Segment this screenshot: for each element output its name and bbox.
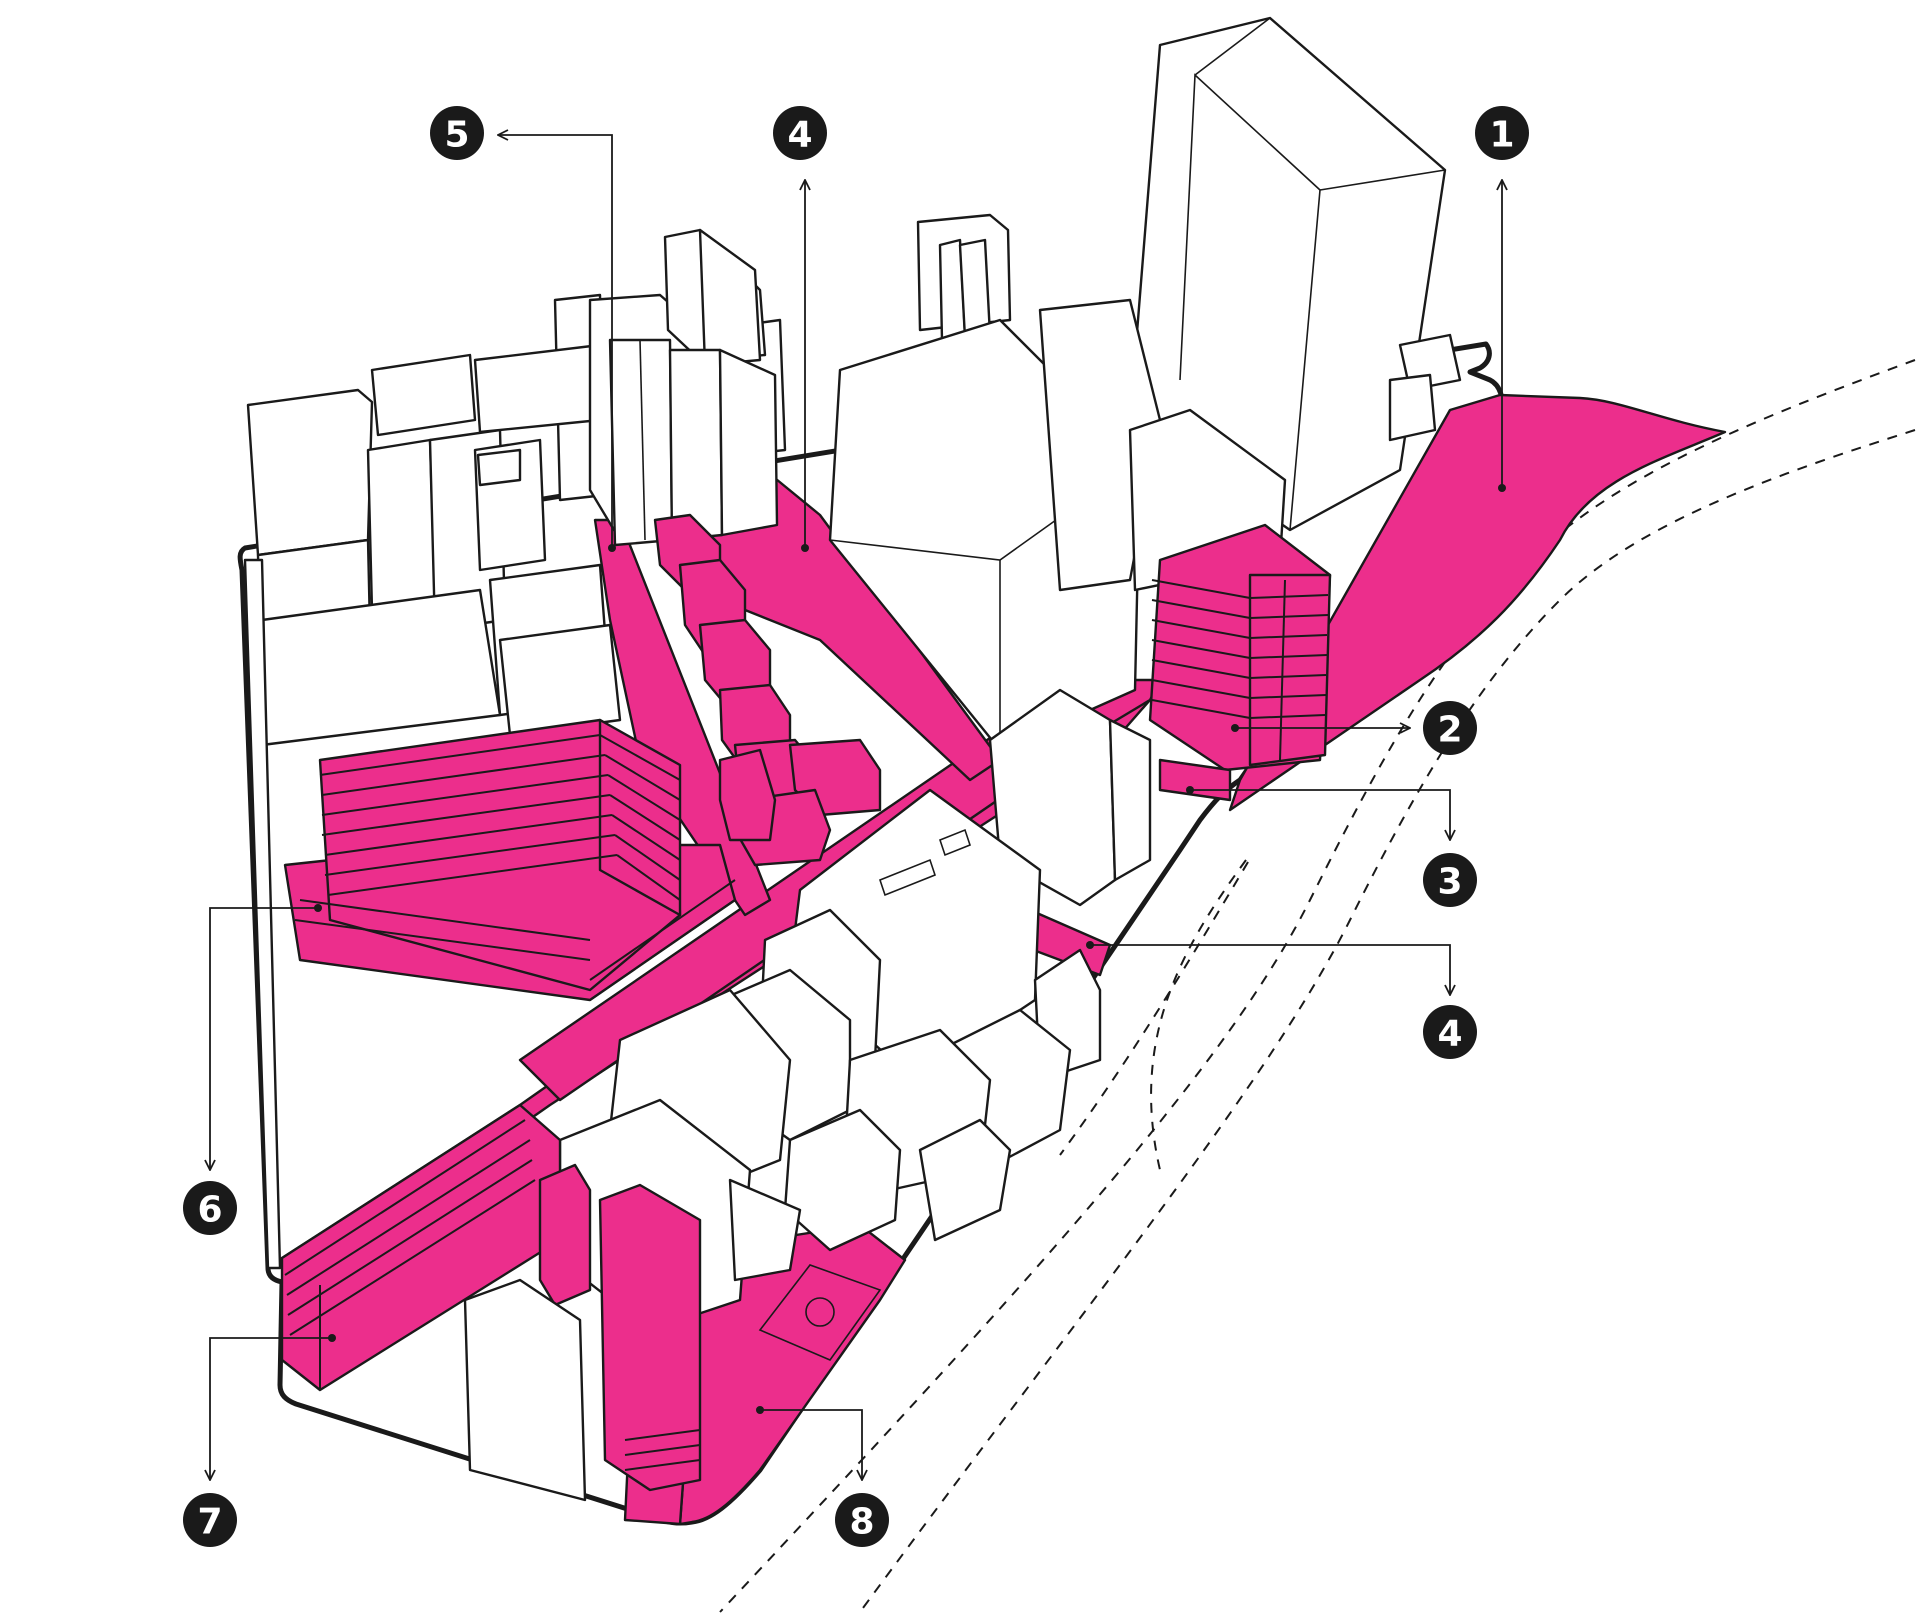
svg-text:3: 3 <box>1437 862 1462 903</box>
right-back-blocks <box>1038 298 1462 592</box>
stepped-pink-blocks <box>653 513 882 867</box>
svg-text:1: 1 <box>1489 115 1514 156</box>
svg-text:5: 5 <box>444 115 469 156</box>
slab-floors <box>624 1429 701 1471</box>
svg-text:4: 4 <box>1437 1014 1462 1055</box>
callout-badges: 1 2 3 4 4 5 6 7 <box>183 106 1529 1547</box>
callout-3: 3 <box>1423 853 1477 907</box>
callout-5: 5 <box>430 106 484 160</box>
svg-text:2: 2 <box>1437 710 1462 751</box>
callout-8: 8 <box>835 1493 889 1547</box>
tower-cluster-5 <box>588 228 779 547</box>
terraced-floor-lines <box>294 734 736 1001</box>
back-row-buildings <box>243 293 787 1270</box>
svg-text:7: 7 <box>197 1502 222 1543</box>
terraced-building-6 <box>283 718 737 1002</box>
callout-4-lower: 4 <box>1423 1005 1477 1059</box>
leader-lines <box>210 135 1506 1480</box>
svg-text:4: 4 <box>787 115 812 156</box>
callout-6: 6 <box>183 1181 237 1235</box>
callout-4-upper: 4 <box>773 106 827 160</box>
callout-1: 1 <box>1475 106 1529 160</box>
svg-text:6: 6 <box>197 1190 222 1231</box>
dashed-rail-lines <box>719 359 1916 1613</box>
callout-7: 7 <box>183 1493 237 1547</box>
svg-text:8: 8 <box>849 1502 874 1543</box>
central-south-buildings <box>558 688 1152 1332</box>
pink-slab-tower <box>538 1163 702 1492</box>
pink-tower-2 <box>1148 523 1332 802</box>
twin-tower-north <box>916 213 1012 342</box>
pink-tower-floors <box>1151 579 1329 761</box>
foreground-low-building <box>463 1278 587 1502</box>
callout-2: 2 <box>1423 701 1477 755</box>
sports-court <box>758 1264 882 1361</box>
bar-building-floors <box>284 1119 536 1390</box>
linear-park-strip <box>1228 393 1727 812</box>
